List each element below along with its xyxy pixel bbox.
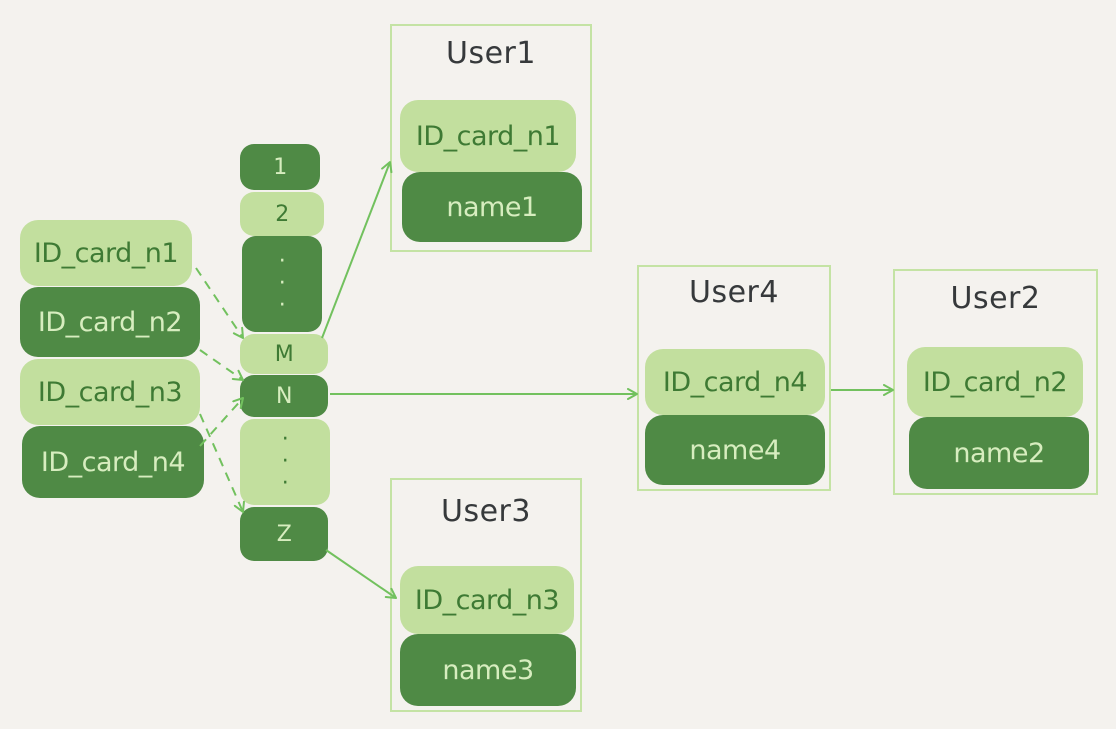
user4-title: User4 [689,275,779,310]
index-slot-n: N [240,375,328,417]
ellipsis-lower: · · · [281,427,289,496]
index-slot-ellipsis-upper: · · · [242,236,322,332]
hash-arrow-n4 [199,397,244,447]
arrow-m-to-user1 [321,161,393,339]
user1-record: User1 ID_card_n1 name1 [390,24,592,252]
user1-title: User1 [446,36,536,71]
user4-key: ID_card_n4 [645,349,825,415]
user2-key: ID_card_n2 [907,347,1083,417]
index-slot-z: Z [240,507,328,561]
user3-name: name3 [400,634,576,706]
user3-key: ID_card_n3 [400,566,574,634]
user2-record: User2 ID_card_n2 name2 [893,269,1098,495]
index-slot-m: M [240,334,328,374]
hash-arrow-n1 [195,267,244,339]
hash-arrow-n3 [199,413,245,513]
ellipsis-upper: · · · [278,249,286,318]
user3-title: User3 [441,494,531,529]
arrow-z-to-user3 [325,549,397,599]
user3-record: User3 ID_card_n3 name3 [390,478,582,712]
index-slot-1: 1 [240,144,320,190]
left-key-n3: ID_card_n3 [20,359,200,425]
left-key-n4: ID_card_n4 [22,426,204,498]
user1-key: ID_card_n1 [400,100,576,172]
index-slot-ellipsis-lower: · · · [240,419,330,505]
left-key-n1: ID_card_n1 [20,220,192,286]
hash-arrow-n2 [199,349,244,381]
user1-name: name1 [402,172,582,242]
user2-name: name2 [909,417,1089,489]
user2-title: User2 [950,281,1041,316]
index-slot-2: 2 [240,192,324,236]
left-key-n2: ID_card_n2 [20,287,200,357]
user4-record: User4 ID_card_n4 name4 [637,265,831,491]
user4-name: name4 [645,415,825,485]
